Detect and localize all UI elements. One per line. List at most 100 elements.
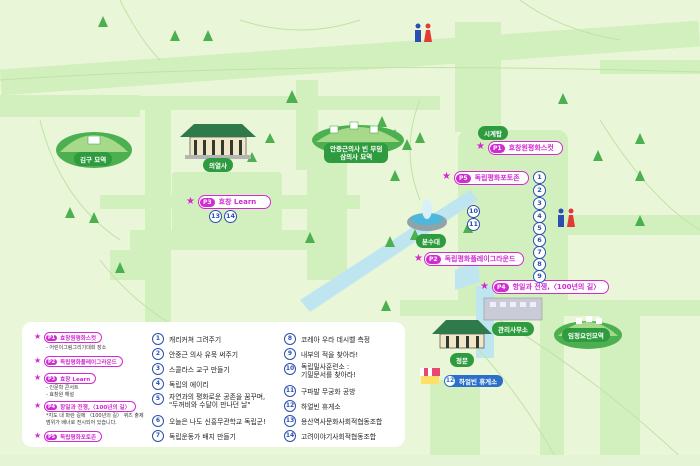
program-p2-label: 독립평화플레이그라운드 [444, 255, 516, 263]
marker-12: 12 [445, 376, 455, 386]
management-building-icon [483, 297, 543, 321]
legend-activity-label: 용산역사문화사회적협동조합 [301, 418, 383, 426]
legend-activity-label2: "두꺼비와 수달이 만나던 날" [169, 401, 251, 409]
legend-activity-num: 9 [284, 348, 296, 360]
legend-activity-num: 1 [152, 333, 164, 345]
legend-p3-sub2: - 효창원 해설 [46, 392, 74, 398]
legend-activity-num: 13 [284, 415, 296, 427]
marker-14[interactable]: 14 [224, 210, 237, 223]
legend-activity-label: 하얼빈 휴게소 [301, 403, 341, 411]
clock-tower-label: 시계탑 [478, 126, 508, 140]
legend-p1-badge: P1 [46, 334, 58, 341]
restroom-icon [415, 23, 432, 42]
legend-activity-label: 오늘은 나도 신흥무관학교 독립군! [169, 418, 266, 426]
marker-2[interactable]: 2 [533, 184, 546, 197]
legend-p5-badge: P5 [46, 433, 58, 440]
legend-activity-label2: 기밀문서를 찾아라! [301, 371, 356, 379]
program-p1-label: 효창원평화스컷 [508, 144, 554, 152]
legend-activity-num: 6 [152, 415, 164, 427]
lim-tomb-label: 임정요인묘역 [562, 328, 610, 342]
legend-activity-num: 3 [152, 363, 164, 375]
uiyeolsa-pagoda-icon [180, 124, 256, 159]
legend-p2-badge: P2 [46, 358, 58, 365]
legend-activity-num: 12 [284, 400, 296, 412]
martyrs-tomb-label-line1: 안중근의사 빈 무덤 [330, 145, 383, 153]
legend-activity-num: 5 [152, 393, 164, 405]
rest-area-label: 하얼빈 휴게소 [459, 378, 498, 386]
marker-3[interactable]: 3 [533, 197, 546, 210]
legend-p3-label: 효창 Learn [60, 376, 91, 383]
rest-area-pill[interactable]: 12 하얼빈 휴게소 [444, 375, 504, 387]
legend-activity-8: 8 코레아 우라 데시벨 측정 [284, 333, 370, 345]
legend-activity-num: 7 [152, 430, 164, 442]
legend-p3-badge: P3 [46, 375, 58, 382]
marker-11[interactable]: 11 [467, 218, 480, 231]
legend-activity-label: 독립운동가 배지 만들기 [169, 433, 236, 441]
legend-activity-label: 독립밀사훈련소 : [301, 363, 350, 371]
legend-activity-num: 14 [284, 430, 296, 442]
program-p1-badge: P1 [490, 143, 505, 153]
legend-p4-badge: P4 [46, 403, 58, 410]
gimgu-tomb-label: 김구 묘역 [74, 152, 113, 166]
star-icon: ★ [34, 401, 42, 410]
management-office-label: 관리사무소 [492, 322, 534, 336]
legend-activity-7: 7 독립운동가 배지 만들기 [152, 430, 236, 442]
legend-activity-label: 코레아 우라 데시벨 측정 [301, 336, 371, 344]
main-gate-label: 정문 [450, 353, 474, 367]
legend-activity-5: 5 자연과의 평화로운 공존을 꿈꾸며,"두꺼비와 수달이 만나던 날" [152, 393, 265, 409]
marker-10[interactable]: 10 [467, 205, 480, 218]
legend-activity-num: 2 [152, 348, 164, 360]
legend-activity-label: 안중근 의사 유묵 써주기 [169, 351, 239, 359]
restroom-icon [558, 208, 575, 227]
program-p4-label: 항일과 전쟁,〈100년의 길〉 [512, 283, 601, 291]
martyrs-tomb-label-line2: 삼의사 묘역 [340, 153, 373, 161]
main-gate-icon [432, 320, 492, 349]
program-p5-label: 독립평화포토존 [474, 174, 520, 182]
legend-activity-label: 독립의 에이리 [169, 381, 209, 389]
star-icon: ★ [34, 373, 42, 382]
star-icon: ★ [34, 332, 42, 341]
legend-activity-label: 고려이야기사회적협동조합 [301, 433, 377, 441]
legend-p1-label: 효창원평화스컷 [60, 335, 97, 342]
legend-p2-label: 독립평화플레이그라운드 [60, 359, 117, 366]
program-p5-badge: P5 [456, 173, 471, 183]
star-icon: ★ [476, 141, 485, 152]
marker-9[interactable]: 9 [533, 270, 546, 283]
legend-p4-note2: 범위가 배너로 전시되어 있습니다. [46, 420, 117, 426]
legend-activity-label: 내부의 적을 찾아라! [301, 351, 359, 359]
trees [65, 16, 645, 337]
legend-activity-13: 13 용산역사문화사회적협동조합 [284, 415, 382, 427]
marker-4[interactable]: 4 [533, 210, 546, 223]
legend-activity-14: 14 고려이야기사회적협동조합 [284, 430, 376, 442]
uiyeolsa-label: 의열사 [203, 158, 233, 172]
legend-activity-12: 12 하얼빈 휴게소 [284, 400, 341, 412]
program-p4-badge: P4 [494, 282, 509, 292]
legend-activity-6: 6 오늘은 나도 신흥무관학교 독립군! [152, 415, 266, 427]
marker-1[interactable]: 1 [533, 171, 546, 184]
legend-activity-label: 자연과의 평화로운 공존을 꿈꾸며, [169, 393, 266, 401]
legend-p1-sub: - 어린이그림그리기대회 장소 [46, 345, 107, 351]
marker-13[interactable]: 13 [209, 210, 222, 223]
legend-p3-sub1: - 인문학 콘서트 [46, 385, 79, 391]
star-icon: ★ [442, 171, 451, 182]
star-icon: ★ [480, 281, 489, 292]
legend-p5-label: 독립평화포토존 [60, 434, 97, 441]
legend-activity-label: 구파발 무궁화 공방 [301, 388, 356, 396]
program-p3-label: 효창 Learn [218, 198, 257, 206]
legend-activity-num: 8 [284, 333, 296, 345]
